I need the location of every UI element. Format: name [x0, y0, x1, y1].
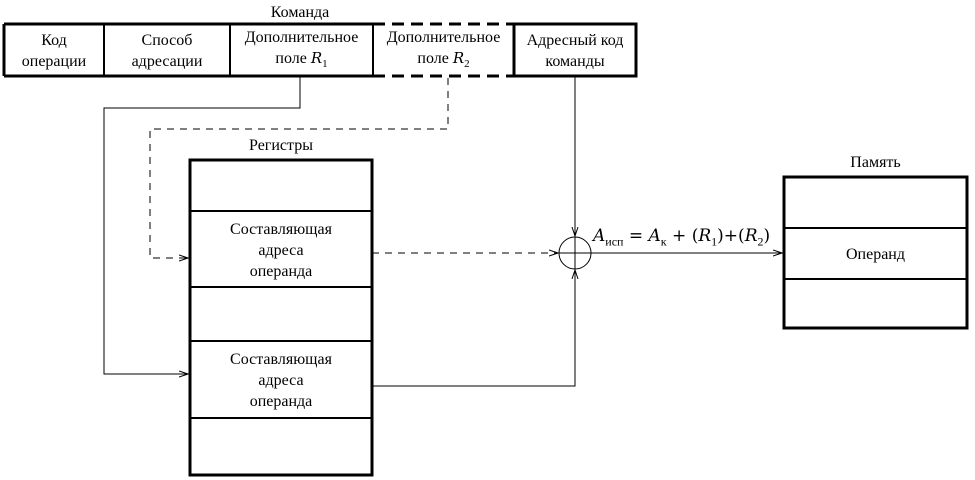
r1-connector-line	[103, 76, 301, 374]
command-title: Команда	[270, 4, 330, 21]
field-extra-r2: Дополнительное поле R2	[386, 28, 501, 71]
register-r1-to-adder-line	[372, 270, 575, 387]
effective-address-formula: Aисп = Aк + (R1)+(R2)	[593, 226, 771, 249]
memory-box	[782, 175, 969, 330]
summing-junction-icon	[558, 236, 592, 270]
registers-box	[188, 158, 374, 477]
registers-title: Регистры	[249, 137, 313, 154]
command-format-box	[2, 22, 638, 78]
memory-title: Память	[850, 154, 901, 171]
field-extra-r1: Дополнительное поле R1	[244, 28, 359, 71]
memory-cell-operand: Операнд	[845, 245, 906, 263]
